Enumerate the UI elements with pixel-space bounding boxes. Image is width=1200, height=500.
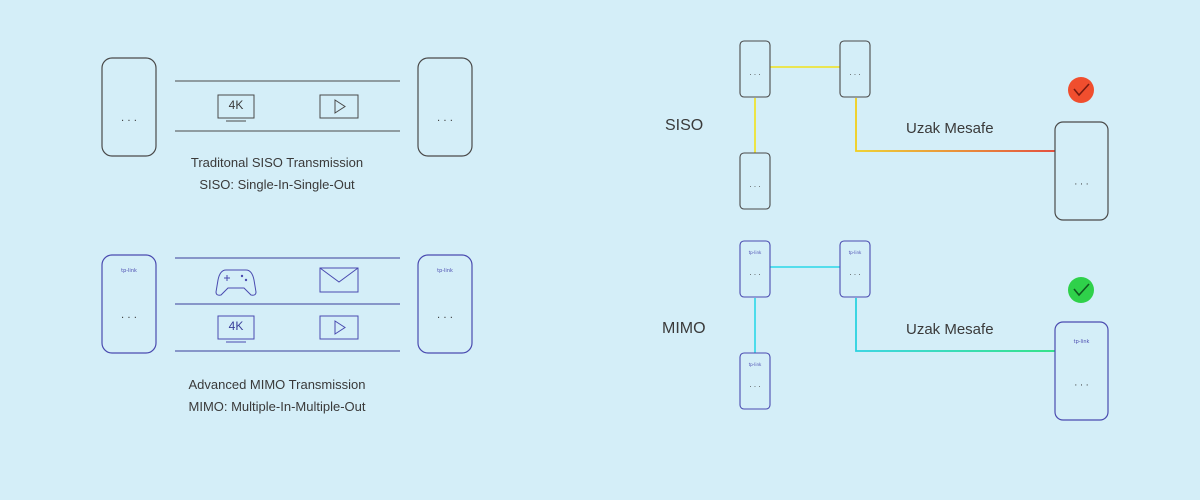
mimo-caption-line2: MIMO: Multiple-In-Multiple-Out — [188, 399, 366, 414]
mimo-label: MIMO — [662, 320, 706, 337]
mimo-adapter-1-logo: tp-link — [748, 250, 762, 255]
siso-link-long-distance — [855, 98, 1055, 152]
siso-far-device-dots: · · · — [1074, 180, 1089, 190]
mimo-adapter-3 — [739, 352, 771, 410]
mimo-distance-label: Uzak Mesafe — [906, 321, 994, 338]
mimo-adapter-3-logo: tp-link — [748, 362, 762, 367]
mimo-left-logo: tp-link — [121, 268, 137, 274]
mimo-adapter-1 — [739, 240, 771, 298]
play-icon — [319, 94, 359, 119]
siso-right-device — [417, 57, 473, 157]
siso-adapter-3-dots: · · · — [749, 183, 761, 191]
siso-adapter-2 — [839, 40, 871, 98]
mimo-far-device-dots: · · · — [1074, 381, 1089, 391]
check-badge-icon — [1068, 277, 1094, 303]
siso-caption-line2: SISO: Single-In-Single-Out — [199, 177, 355, 192]
mimo-left-device — [101, 254, 157, 354]
mimo-caption-line1: Advanced MIMO Transmission — [188, 377, 366, 392]
siso-caption-line1: Traditonal SISO Transmission — [190, 155, 364, 170]
mimo-right-logo: tp-link — [437, 268, 453, 274]
mimo-network-diagram — [739, 240, 1109, 421]
siso-link-yellow — [754, 66, 840, 153]
check-badge-icon — [1068, 77, 1094, 103]
mimo-left-device-dots: · · · — [121, 313, 137, 324]
siso-far-device — [1054, 121, 1109, 221]
siso-adapter-1-dots: · · · — [749, 71, 761, 79]
mimo-adapter-2-dots: · · · — [849, 271, 861, 279]
gamepad-icon — [215, 269, 257, 296]
mimo-far-device-logo: tp-link — [1073, 339, 1090, 345]
mimo-adapter-3-dots: · · · — [749, 383, 761, 391]
siso-right-device-dots: · · · — [437, 116, 453, 127]
mimo-right-device — [417, 254, 473, 354]
siso-adapter-1 — [739, 40, 771, 98]
siso-left-device — [101, 57, 157, 157]
siso-distance-label: Uzak Mesafe — [906, 120, 994, 137]
monitor-4k-icon — [217, 94, 255, 122]
siso-4k-label: 4K — [228, 98, 244, 112]
mimo-4k-label: 4K — [228, 319, 244, 333]
envelope-icon — [319, 267, 359, 293]
siso-label: SISO — [665, 117, 704, 134]
mimo-adapter-1-dots: · · · — [749, 271, 761, 279]
siso-network-diagram — [739, 40, 1109, 221]
siso-transmission-diagram — [101, 57, 473, 157]
siso-left-device-dots: · · · — [121, 116, 137, 127]
play-icon — [319, 315, 359, 340]
mimo-link-cyan — [754, 266, 840, 353]
mimo-adapter-2 — [839, 240, 871, 298]
mimo-link-long-distance — [855, 298, 1055, 352]
mimo-far-device — [1054, 321, 1109, 421]
monitor-4k-icon — [217, 315, 255, 343]
mimo-transmission-diagram — [101, 254, 473, 354]
siso-adapter-3 — [739, 152, 771, 210]
siso-adapter-2-dots: · · · — [849, 71, 861, 79]
mimo-right-device-dots: · · · — [437, 313, 453, 324]
mimo-adapter-2-logo: tp-link — [848, 250, 862, 255]
